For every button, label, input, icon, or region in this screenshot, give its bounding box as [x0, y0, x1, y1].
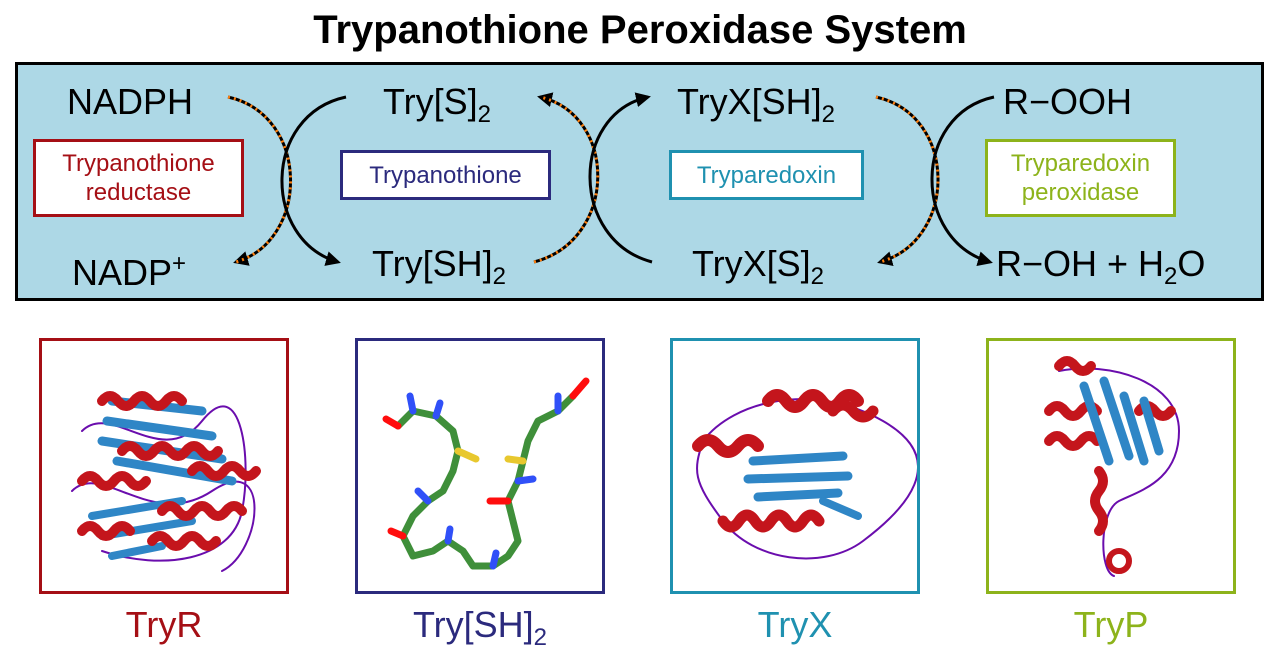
nadph-to-nadp-arrow [227, 95, 292, 266]
enzyme-box-tryx: Tryparedoxin [669, 150, 864, 200]
enzyme-tryp-line1: Tryparedoxin [1010, 150, 1151, 177]
nadp-label: NADP+ [72, 250, 187, 293]
tryp-caption: TryP [1073, 604, 1149, 645]
tryr-structure-image [71, 391, 261, 572]
tryx-sh2-label: TryX[SH]2 [677, 81, 836, 129]
enzyme-tryr-line1: Trypanothione [62, 150, 215, 177]
tryx-s2-label: TryX[S]2 [692, 243, 825, 291]
tryx-s2-to-tryx-sh2-arrow [588, 92, 653, 264]
enzyme-tryr-line2: reductase [85, 179, 192, 206]
rooh-to-roh-arrow [930, 95, 995, 266]
try-s2-label: Try[S]2 [383, 81, 492, 129]
tryp-structure-frame [986, 338, 1236, 594]
rooh-label: R−OOH [1003, 81, 1133, 122]
enzyme-tryx-label: Tryparedoxin [696, 161, 837, 189]
nadph-label: NADPH [67, 81, 194, 122]
try-sh2-electron-dots [533, 95, 600, 264]
tryx-caption: TryX [757, 604, 833, 645]
tryx-sh2-to-tryx-s2-arrow [875, 95, 940, 266]
tryx-structure-image [692, 389, 917, 560]
try-sh2-caption: Try[SH]2 [412, 604, 547, 651]
tryx-sh2-electron-dots [875, 95, 940, 264]
tryr-structure-frame [39, 338, 289, 594]
try-sh2-structure-frame [355, 338, 605, 594]
diagram-title: Trypanothione Peroxidase System [313, 8, 967, 52]
tryr-caption: TryR [125, 604, 203, 645]
tryx-structure-frame [670, 338, 920, 594]
enzyme-tryp-line2: peroxidase [1021, 179, 1140, 206]
tryp-structure-image [1044, 356, 1181, 577]
try-s2-to-try-sh2-arrow [280, 95, 347, 266]
enzyme-try-label: Trypanothione [369, 161, 522, 189]
enzyme-box-try: Trypanothione [340, 150, 551, 200]
try-sh2-structure-image [382, 377, 590, 570]
roh-water-label: R−OH + H2O [996, 243, 1206, 291]
try-sh2-label: Try[SH]2 [372, 243, 507, 291]
